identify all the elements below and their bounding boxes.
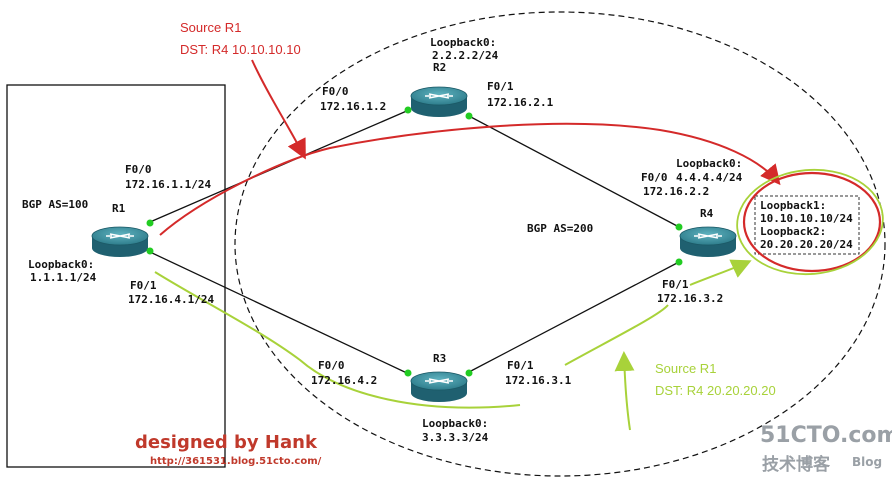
router-r1[interactable] bbox=[91, 226, 149, 257]
site-watermark-blog: Blog bbox=[852, 455, 882, 469]
r2-f00-ip: 172.16.1.2 bbox=[320, 100, 386, 113]
port-r2-f01 bbox=[465, 112, 473, 120]
r2-loopback-ip: 2.2.2.2/24 bbox=[432, 49, 499, 62]
r4-f00-name: F0/0 bbox=[641, 171, 668, 184]
r4-loopback-title: Loopback0: bbox=[676, 157, 742, 170]
r3-f00-name: F0/0 bbox=[318, 359, 345, 372]
port-r2-f00 bbox=[404, 106, 412, 114]
r4-f00-ip: 172.16.2.2 bbox=[643, 185, 709, 198]
router-r4[interactable] bbox=[679, 226, 737, 257]
port-r3-f01 bbox=[465, 369, 473, 377]
r3-f01-name: F0/1 bbox=[507, 359, 534, 372]
r2-f00-name: F0/0 bbox=[322, 85, 349, 98]
top-dst-label: DST: R4 10.10.10.10 bbox=[180, 42, 301, 57]
link-r1-r3 bbox=[149, 251, 410, 375]
site-watermark-sub: 技术博客 bbox=[762, 454, 831, 475]
port-r3-f00 bbox=[404, 369, 412, 377]
link-r3-r4 bbox=[468, 261, 680, 373]
bottom-source-label: Source R1 bbox=[655, 361, 716, 376]
port-r1-f01 bbox=[146, 247, 154, 255]
r4-loopback-ip: 4.4.4.4/24 bbox=[676, 171, 743, 184]
r3-loopback-ip: 3.3.3.3/24 bbox=[422, 431, 489, 444]
as200-boundary bbox=[234, 11, 886, 477]
top-source-label: Source R1 bbox=[180, 20, 241, 35]
r1-loopback-title: Loopback0: bbox=[28, 258, 94, 271]
as200-label: BGP AS=200 bbox=[527, 222, 593, 235]
r1-loopback-ip: 1.1.1.1/24 bbox=[30, 271, 97, 284]
as100-boundary bbox=[6, 84, 226, 468]
green-path bbox=[154, 262, 748, 409]
designer-credit: designed by Hank bbox=[135, 432, 318, 453]
green-arrow-bottom bbox=[614, 351, 635, 431]
r4-name: R4 bbox=[700, 207, 714, 220]
r3-f01-ip: 172.16.3.1 bbox=[505, 374, 572, 387]
red-path bbox=[159, 122, 781, 236]
port-r1-f00 bbox=[146, 219, 154, 227]
r3-loopback-title: Loopback0: bbox=[422, 417, 488, 430]
red-circle-loopback1 bbox=[742, 171, 882, 273]
r2-f01-name: F0/1 bbox=[487, 80, 514, 93]
r4-lb2-title: Loopback2: bbox=[760, 225, 826, 238]
r1-f00-name: F0/0 bbox=[125, 163, 152, 176]
r4-f01-name: F0/1 bbox=[662, 278, 689, 291]
port-r4-f00 bbox=[675, 223, 683, 231]
r2-name: R2 bbox=[433, 61, 446, 74]
r4-lb1-title: Loopback1: bbox=[760, 199, 826, 212]
r4-lb1-ip: 10.10.10.10/24 bbox=[760, 212, 853, 225]
bottom-dst-label: DST: R4 20.20.20.20 bbox=[655, 383, 776, 398]
r3-f00-ip: 172.16.4.2 bbox=[311, 374, 377, 387]
r1-f01-name: F0/1 bbox=[130, 279, 157, 292]
red-arrow-top bbox=[251, 59, 306, 160]
r1-name: R1 bbox=[112, 202, 126, 215]
r4-lb2-ip: 20.20.20.20/24 bbox=[760, 238, 853, 251]
designer-url: http://361531.blog.51cto.com/ bbox=[150, 456, 322, 467]
r1-f00-ip: 172.16.1.1/24 bbox=[125, 178, 211, 191]
r4-f01-ip: 172.16.3.2 bbox=[657, 292, 723, 305]
r1-f01-ip: 172.16.4.1/24 bbox=[128, 293, 214, 306]
green-circle-loopbacks bbox=[736, 168, 884, 276]
link-r2-r4 bbox=[468, 115, 680, 228]
port-r4-f01 bbox=[675, 258, 683, 266]
router-r2[interactable] bbox=[410, 86, 468, 117]
r3-name: R3 bbox=[433, 352, 446, 365]
router-r3[interactable] bbox=[410, 371, 468, 402]
as100-label: BGP AS=100 bbox=[22, 198, 88, 211]
r2-loopback-title: Loopback0: bbox=[430, 36, 496, 49]
site-watermark: 51CTO.com bbox=[760, 423, 892, 448]
r4-extra-loopbacks-box bbox=[754, 195, 860, 255]
r2-f01-ip: 172.16.2.1 bbox=[487, 96, 554, 109]
